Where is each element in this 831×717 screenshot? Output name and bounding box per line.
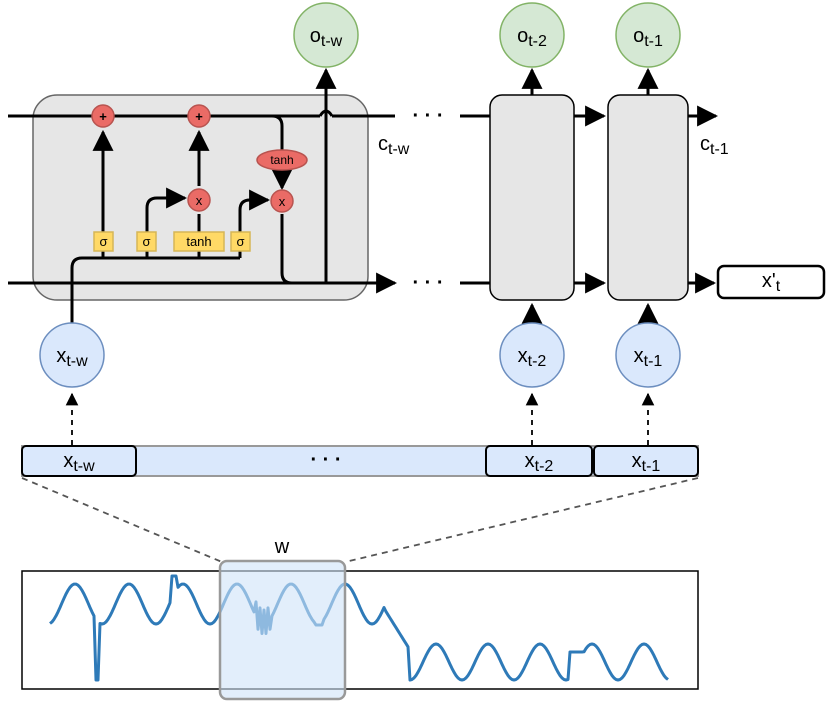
tanh-op-label: tanh bbox=[270, 153, 293, 167]
sigma-gate-3: σ bbox=[230, 231, 251, 252]
svg-text:xt-2: xt-2 bbox=[525, 450, 554, 475]
sigma-gate-3-label: σ bbox=[236, 234, 244, 249]
tanh-gate-label: tanh bbox=[186, 234, 211, 249]
cell-to-tanh-line bbox=[271, 114, 284, 150]
cell-state-label-tw: ct-w bbox=[378, 133, 410, 158]
times-op-2-label: x bbox=[279, 194, 286, 209]
plus-op-2-label: + bbox=[195, 109, 203, 124]
svg-text:x't: x't bbox=[762, 270, 781, 295]
svg-text:xt-w: xt-w bbox=[56, 345, 88, 370]
input-tw-base: x bbox=[56, 345, 66, 367]
lstm-cell-t2 bbox=[489, 94, 575, 301]
input-node-t2: xt-2 bbox=[499, 322, 565, 388]
tanh-op: tanh bbox=[256, 149, 308, 171]
plus-op-1: + bbox=[91, 104, 115, 128]
svg-text:xt-1: xt-1 bbox=[632, 450, 661, 475]
output-gate-line bbox=[238, 189, 271, 258]
projection-line-left bbox=[21, 477, 223, 563]
svg-text:xt-w: xt-w bbox=[63, 450, 95, 475]
time-series-line bbox=[49, 574, 669, 682]
output-t2-base: o bbox=[517, 25, 528, 47]
output-tw-sub: t-w bbox=[321, 33, 343, 50]
times-to-hidden-line bbox=[280, 214, 293, 285]
lstm-cell-t1 bbox=[607, 94, 689, 301]
svg-text:xt-1: xt-1 bbox=[634, 345, 663, 370]
window-tw-sub: t-w bbox=[73, 458, 95, 475]
tanh-gate: tanh bbox=[173, 231, 225, 252]
input-to-cell-line bbox=[70, 256, 240, 335]
output-node-t1: ot-1 bbox=[615, 2, 681, 68]
crossover-bump bbox=[318, 109, 334, 117]
output-t1-base: o bbox=[633, 25, 644, 47]
window-cell-t1: xt-1 bbox=[593, 445, 699, 477]
projection-line-right bbox=[344, 477, 699, 563]
output-node-tw: ot-w bbox=[293, 2, 359, 68]
output-t1-sub: t-1 bbox=[644, 33, 663, 50]
svg-text:ot-1: ot-1 bbox=[633, 25, 663, 50]
times-op-1-label: x bbox=[196, 193, 203, 208]
output-node-t2: ot-2 bbox=[499, 2, 565, 68]
plus-op-1-label: + bbox=[99, 109, 107, 124]
window-size-label: w bbox=[274, 536, 290, 558]
sigma-gate-2: σ bbox=[136, 231, 157, 252]
svg-text:ot-2: ot-2 bbox=[517, 25, 547, 50]
plus-op-2: + bbox=[187, 104, 211, 128]
input-t1-base: x bbox=[634, 345, 644, 367]
window-ellipsis: · · · bbox=[310, 449, 341, 471]
sigma-gate-2-label: σ bbox=[142, 234, 150, 249]
window-t1-base: x bbox=[632, 450, 642, 472]
svg-text:xt-2: xt-2 bbox=[518, 345, 547, 370]
input-t2-sub: t-2 bbox=[528, 353, 547, 370]
window-cell-t2: xt-2 bbox=[485, 445, 593, 477]
window-cell-tw: xt-w bbox=[21, 445, 137, 477]
input-node-tw: xt-w bbox=[39, 322, 105, 388]
times-op-2: x bbox=[270, 189, 294, 213]
output-tw-base: o bbox=[310, 25, 321, 47]
window-tw-base: x bbox=[63, 450, 73, 472]
prediction-base: x' bbox=[762, 270, 776, 292]
window-t1-sub: t-1 bbox=[642, 458, 661, 475]
sigma-gate-1-label: σ bbox=[99, 234, 107, 249]
window-t2-sub: t-2 bbox=[535, 458, 554, 475]
prediction-sub: t bbox=[776, 278, 781, 295]
input-t2-base: x bbox=[518, 345, 528, 367]
output-t2-sub: t-2 bbox=[528, 33, 547, 50]
sigma-gate-1: σ bbox=[93, 231, 114, 252]
window-t2-base: x bbox=[525, 450, 535, 472]
ellipsis-bottom: · · · bbox=[412, 272, 443, 294]
input-gate-line bbox=[145, 187, 188, 258]
window-highlight bbox=[218, 559, 347, 701]
input-node-t1: xt-1 bbox=[615, 322, 681, 388]
ellipsis-top: · · · bbox=[412, 105, 443, 127]
cell-state-label-t1: ct-1 bbox=[700, 133, 729, 158]
times-op-1: x bbox=[187, 188, 211, 212]
input-tw-sub: t-w bbox=[66, 353, 88, 370]
svg-text:ot-w: ot-w bbox=[310, 25, 343, 50]
prediction-box: x't bbox=[716, 264, 826, 300]
input-t1-sub: t-1 bbox=[644, 353, 663, 370]
